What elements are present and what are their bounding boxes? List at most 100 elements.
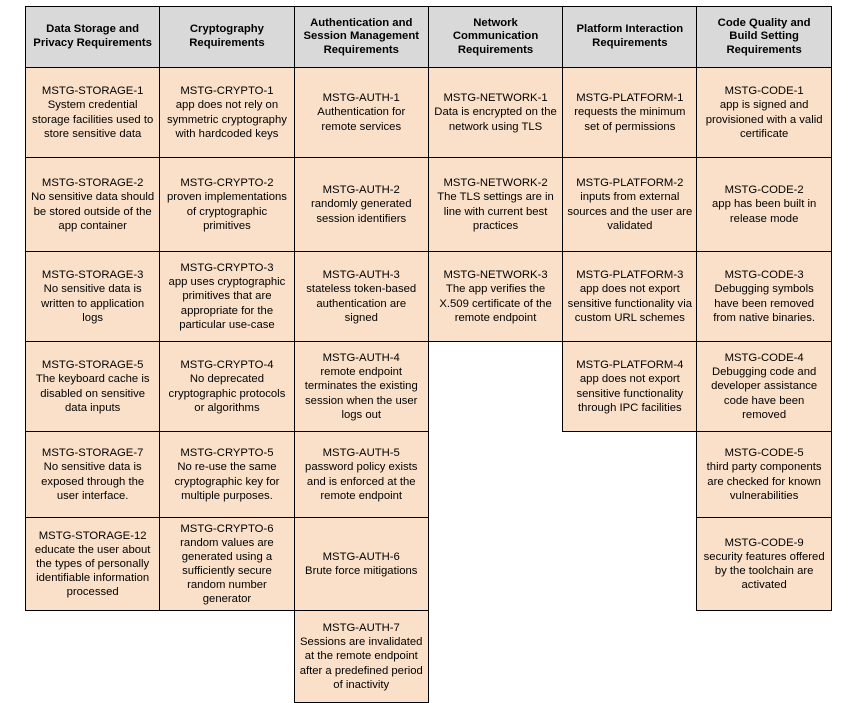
requirement-description: app has been built in release mode: [712, 198, 817, 225]
requirement-id: MSTG-STORAGE-2: [41, 177, 144, 190]
requirement-id: MSTG-AUTH-1: [322, 92, 400, 105]
requirement-id: MSTG-NETWORK-1: [443, 92, 548, 105]
header-line: Network: [473, 16, 518, 29]
requirement-id: MSTG-STORAGE-1: [41, 85, 144, 98]
requirement-description: System credential storage facilities use…: [32, 99, 154, 140]
requirement-id: MSTG-STORAGE-12: [38, 529, 147, 542]
requirement-description: No deprecated cryptographic protocols or…: [168, 373, 286, 414]
requirement-id: MSTG-CRYPTO-5: [180, 447, 274, 460]
requirement-description: app does not export sensitive functional…: [567, 283, 692, 324]
requirement-id: MSTG-NETWORK-2: [443, 177, 548, 190]
requirement-description: Brute force mitigations: [305, 565, 418, 577]
requirement-id: MSTG-CODE-1: [724, 85, 804, 98]
requirement-description: No sensitive data is exposed through the…: [41, 461, 145, 502]
requirement-id: MSTG-NETWORK-3: [443, 269, 548, 282]
requirement-description: app is signed and provisioned with a val…: [705, 99, 823, 140]
header-line: Build Setting: [729, 30, 799, 43]
requirement-description: Data is encrypted on the network using T…: [434, 106, 557, 133]
requirement-id: MSTG-PLATFORM-3: [576, 269, 684, 282]
header-line: Authentication and: [310, 16, 413, 29]
requirement-id: MSTG-STORAGE-5: [41, 359, 144, 372]
requirement-description: No sensitive data is written to applicat…: [41, 283, 145, 324]
requirement-description: The keyboard cache is disabled on sensit…: [35, 373, 150, 414]
requirement-description: Debugging code and developer assistance …: [711, 366, 818, 421]
requirement-description: Authentication for remote services: [317, 106, 406, 133]
header-line: Code Quality and: [717, 16, 811, 29]
requirement-id: MSTG-CODE-9: [724, 536, 804, 549]
requirement-id: MSTG-PLATFORM-2: [576, 177, 684, 190]
header-line: Session Management: [303, 30, 419, 43]
requirement-description: The TLS settings are in line with curren…: [437, 191, 554, 232]
header-line: Privacy Requirements: [33, 37, 152, 49]
requirement-description: No re-use the same cryptographic key for…: [174, 461, 280, 502]
header-line: Cryptography: [189, 23, 264, 36]
requirement-description: No sensitive data should be stored outsi…: [31, 191, 155, 232]
requirement-id: MSTG-CODE-4: [724, 352, 804, 365]
requirement-id: MSTG-CRYPTO-1: [180, 85, 274, 98]
requirement-id: MSTG-AUTH-7: [322, 622, 400, 635]
requirement-description: Sessions are invalidated at the remote e…: [299, 636, 423, 691]
requirement-description: app uses cryptographic primitives that a…: [168, 276, 286, 331]
header-line: Requirements: [726, 43, 802, 56]
requirement-description: third party components are checked for k…: [706, 461, 822, 502]
